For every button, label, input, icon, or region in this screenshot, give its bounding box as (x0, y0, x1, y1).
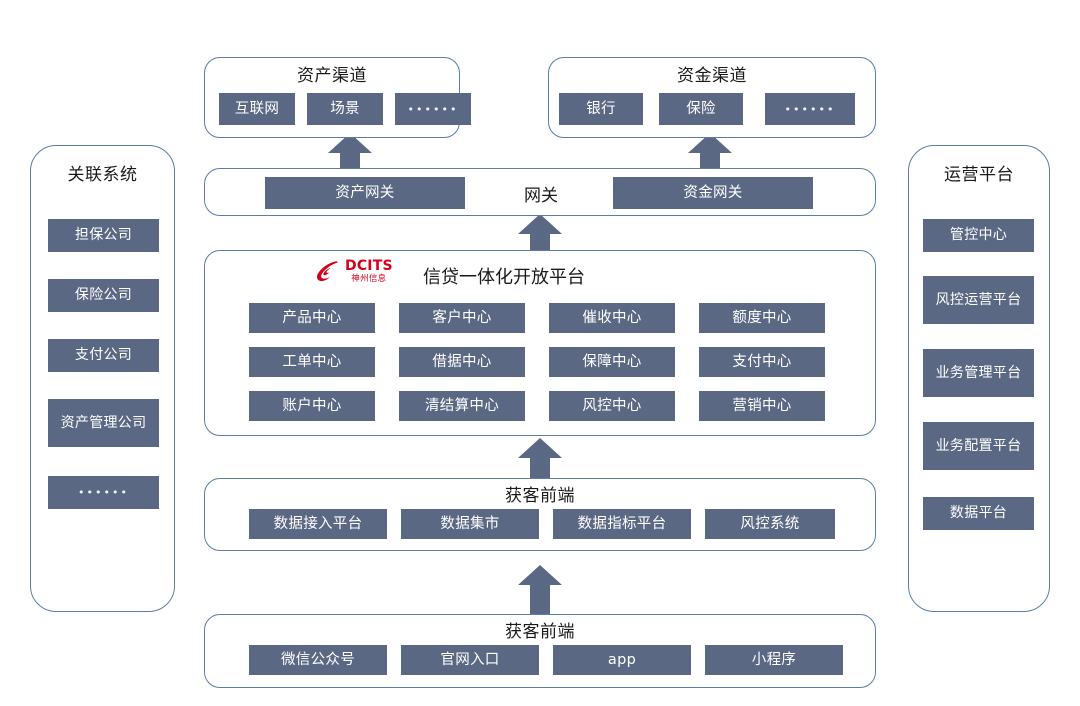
chip-data-mart[interactable]: 数据集市 (401, 509, 539, 539)
dcits-logo: DCITS 神州信息 (315, 259, 393, 284)
chip-business-management-platform[interactable]: 业务管理平台 (923, 349, 1034, 397)
chip-fund-more[interactable]: •••••• (765, 93, 855, 125)
chip-module-risk-control[interactable]: 风控中心 (549, 391, 675, 421)
panel-frontend-layer: 获客前端 微信公众号 官网入口 app 小程序 (204, 614, 876, 688)
chip-data-access-platform[interactable]: 数据接入平台 (249, 509, 387, 539)
chip-left-sidebar-more[interactable]: •••••• (48, 476, 159, 509)
panel-fund-channel: 资金渠道 银行 保险 •••••• (548, 57, 876, 138)
panel-data-layer: 获客前端 数据接入平台 数据集市 数据指标平台 风控系统 (204, 478, 876, 551)
chip-risk-operation-platform[interactable]: 风控运营平台 (923, 276, 1034, 324)
data-layer-title: 获客前端 (505, 486, 575, 506)
gateway-center-label: 网关 (524, 185, 558, 206)
chip-guarantee-company[interactable]: 担保公司 (48, 219, 159, 252)
fund-channel-title: 资金渠道 (677, 66, 747, 86)
panel-right-sidebar-operation-platform: 运营平台 管控中心 风控运营平台 业务管理平台 业务配置平台 数据平台 (908, 145, 1050, 612)
chip-module-loan-note[interactable]: 借据中心 (399, 347, 525, 377)
chip-app[interactable]: app (553, 645, 691, 675)
panel-left-sidebar-related-systems: 关联系统 担保公司 保险公司 支付公司 资产管理公司 •••••• (30, 145, 175, 612)
dcits-logo-subtitle: 神州信息 (351, 274, 387, 284)
chip-risk-control-system[interactable]: 风控系统 (705, 509, 835, 539)
chip-control-center[interactable]: 管控中心 (923, 219, 1034, 252)
chip-asset-management-company[interactable]: 资产管理公司 (48, 399, 159, 447)
chip-module-credit-limit[interactable]: 额度中心 (699, 303, 825, 333)
dcits-swoosh-icon (316, 261, 338, 282)
platform-title: 信贷一体化开放平台 (423, 267, 585, 288)
chip-fund-gateway[interactable]: 资金网关 (613, 177, 813, 209)
chip-asset-more[interactable]: •••••• (395, 93, 471, 125)
chip-module-work-order[interactable]: 工单中心 (249, 347, 375, 377)
chip-data-metric-platform[interactable]: 数据指标平台 (553, 509, 691, 539)
chip-module-marketing[interactable]: 营销中心 (699, 391, 825, 421)
chip-module-product[interactable]: 产品中心 (249, 303, 375, 333)
chip-module-guarantee[interactable]: 保障中心 (549, 347, 675, 377)
chip-insurance-company[interactable]: 保险公司 (48, 279, 159, 312)
panel-credit-platform: DCITS 神州信息 信贷一体化开放平台 产品中心 客户中心 催收中心 额度中心… (204, 250, 876, 436)
asset-channel-title: 资产渠道 (297, 66, 367, 86)
chip-fund-insurance[interactable]: 保险 (659, 93, 743, 125)
chip-module-payment[interactable]: 支付中心 (699, 347, 825, 377)
chip-business-config-platform[interactable]: 业务配置平台 (923, 422, 1034, 470)
panel-gateway: 资产网关 网关 资金网关 (204, 168, 876, 216)
panel-asset-channel: 资产渠道 互联网 场景 •••••• (204, 57, 471, 138)
chip-asset-internet[interactable]: 互联网 (219, 93, 295, 125)
chip-module-customer[interactable]: 客户中心 (399, 303, 525, 333)
chip-module-clearing-settlement[interactable]: 清结算中心 (399, 391, 525, 421)
chip-mini-program[interactable]: 小程序 (705, 645, 843, 675)
frontend-layer-title: 获客前端 (505, 622, 575, 642)
chip-data-platform[interactable]: 数据平台 (923, 497, 1034, 530)
chip-payment-company[interactable]: 支付公司 (48, 339, 159, 372)
chip-module-account[interactable]: 账户中心 (249, 391, 375, 421)
chip-fund-bank[interactable]: 银行 (559, 93, 643, 125)
dcits-logo-name: DCITS (345, 258, 393, 274)
chip-wechat-official-account[interactable]: 微信公众号 (249, 645, 387, 675)
right-sidebar-title: 运营平台 (944, 165, 1014, 185)
chip-asset-scene[interactable]: 场景 (307, 93, 383, 125)
chip-official-website-entry[interactable]: 官网入口 (401, 645, 539, 675)
chip-asset-gateway[interactable]: 资产网关 (265, 177, 465, 209)
left-sidebar-title: 关联系统 (67, 165, 138, 185)
chip-module-collection[interactable]: 催收中心 (549, 303, 675, 333)
